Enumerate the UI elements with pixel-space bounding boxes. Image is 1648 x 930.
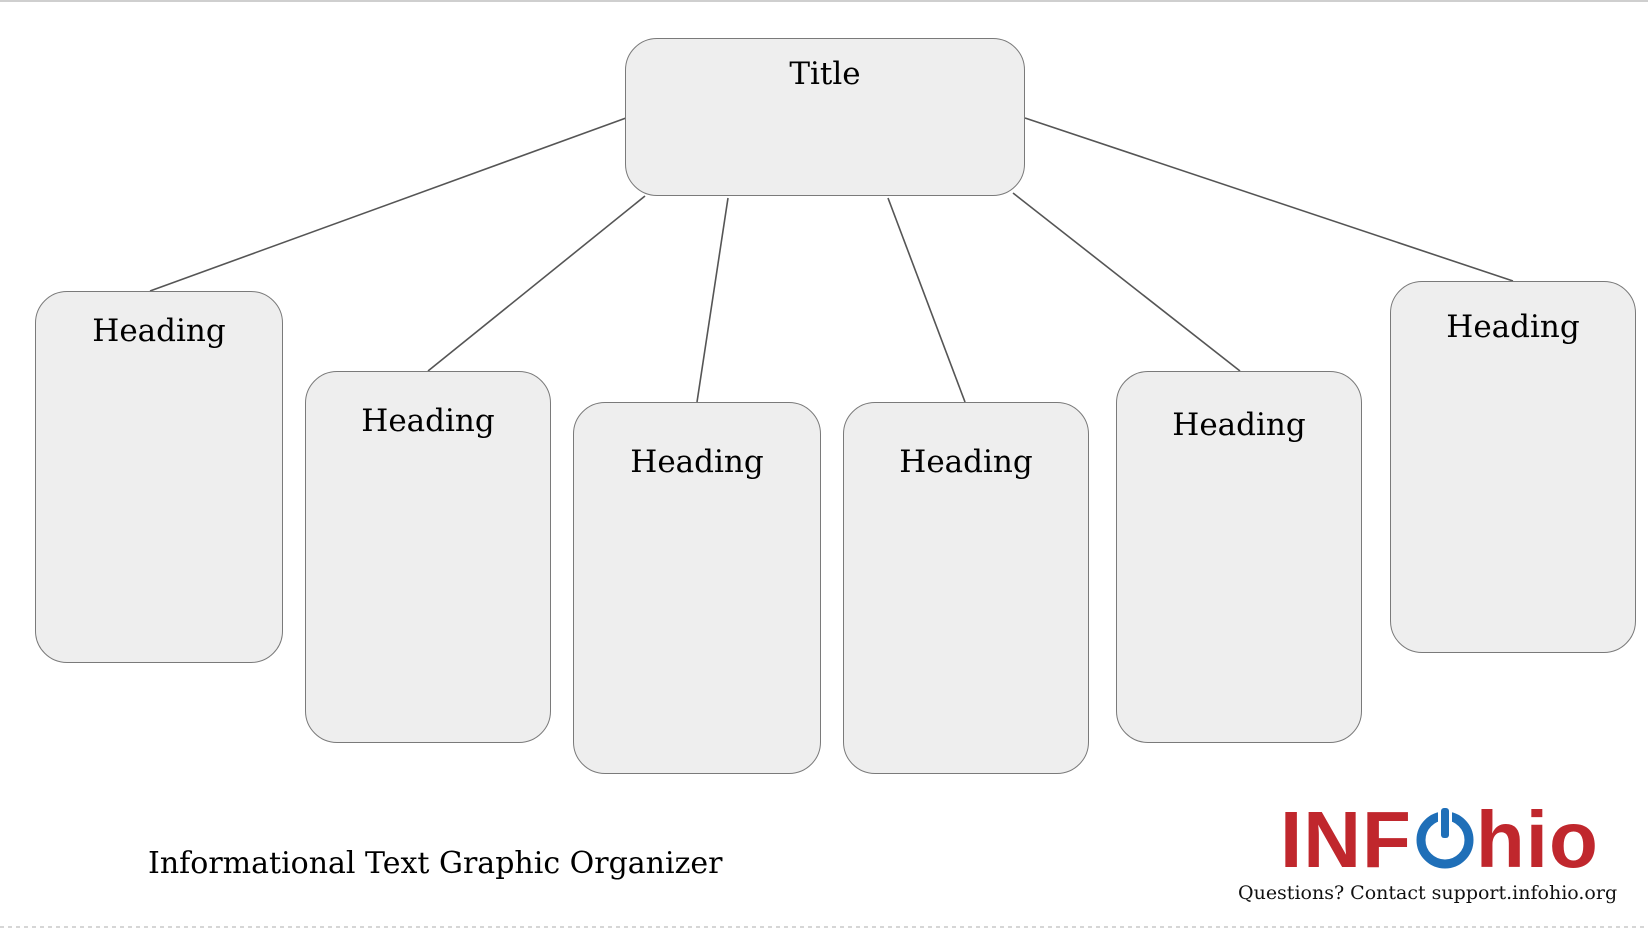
heading-label: Heading <box>630 444 764 480</box>
connector-line <box>887 197 966 403</box>
heading-label: Heading <box>899 444 1033 480</box>
heading-label: Heading <box>361 403 495 439</box>
connector-line <box>1012 192 1241 372</box>
top-divider <box>0 0 1648 2</box>
heading-label: Heading <box>92 313 226 349</box>
connector-line <box>1024 117 1514 282</box>
logo-prefix: INF <box>1280 795 1412 884</box>
heading-label: Heading <box>1172 407 1306 443</box>
title-label: Title <box>789 56 861 92</box>
logo-wordmark: INF hio <box>1280 800 1599 880</box>
bottom-divider <box>0 926 1648 928</box>
heading-box-2: Heading <box>305 371 551 743</box>
heading-box-6: Heading <box>1390 281 1636 653</box>
heading-box-3: Heading <box>573 402 821 774</box>
heading-box-1: Heading <box>35 291 283 663</box>
connector-line <box>696 197 729 403</box>
heading-box-4: Heading <box>843 402 1089 774</box>
heading-box-5: Heading <box>1116 371 1362 743</box>
title-box: Title <box>625 38 1025 196</box>
power-symbol-icon <box>1412 800 1476 880</box>
connector-line <box>427 195 646 372</box>
support-contact-text: Questions? Contact support.infohio.org <box>1238 882 1618 904</box>
heading-label: Heading <box>1446 309 1580 345</box>
connector-line <box>149 117 627 292</box>
logo-suffix: hio <box>1475 795 1599 884</box>
organizer-caption: Informational Text Graphic Organizer <box>148 846 723 881</box>
infohio-logo: INF hio <box>1240 800 1620 910</box>
